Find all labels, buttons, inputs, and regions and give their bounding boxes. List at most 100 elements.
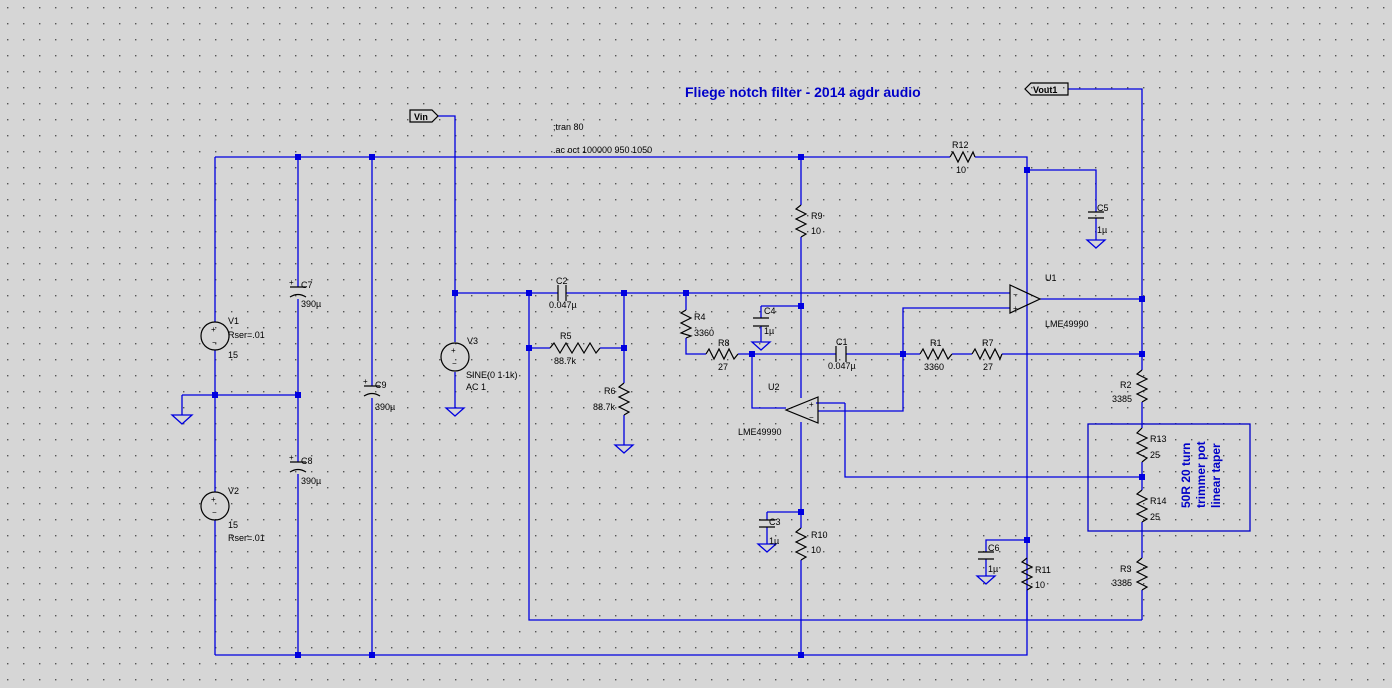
r9-value: 10: [811, 226, 821, 236]
ground-icon: [750, 341, 772, 351]
v3-line1: SINE(0 1 1k): [466, 370, 518, 380]
junction: [1139, 351, 1145, 357]
resistor-r7[interactable]: R7 27: [971, 338, 1003, 372]
wire-c5: [1027, 169, 1097, 240]
r7-value: 27: [983, 362, 993, 372]
svg-text:−: −: [212, 508, 217, 517]
resistor-r6[interactable]: R6 88.7k: [593, 382, 631, 416]
c2-value: 0.047µ: [549, 300, 577, 310]
svg-text:+: +: [451, 346, 456, 355]
junction: [1139, 474, 1145, 480]
capacitor-icon: [557, 285, 567, 301]
resistor-icon: [949, 150, 976, 164]
resistor-icon: [794, 527, 808, 561]
svg-text:+: +: [289, 453, 294, 462]
wire-c4: [760, 305, 801, 342]
box-note-line1: 50R 20 turn: [1179, 443, 1193, 508]
r9-name: R9: [811, 211, 823, 221]
r7-name: R7: [982, 338, 994, 348]
capacitor-c1[interactable]: C1 0.047µ: [828, 337, 856, 371]
svg-text:−: −: [452, 359, 457, 368]
v1-name: V1: [228, 316, 239, 326]
c1-value: 0.047µ: [828, 361, 856, 371]
opamp-u1[interactable]: −+ U1 LME49990: [1009, 273, 1089, 329]
capacitor-c4[interactable]: C4 1µ: [753, 306, 776, 336]
resistor-r10[interactable]: R10 10: [794, 527, 828, 561]
junction: [369, 154, 375, 160]
capacitor-c5[interactable]: C5 1µ: [1088, 203, 1109, 235]
capacitor-c6[interactable]: C6 1µ: [978, 543, 1000, 574]
junction: [212, 392, 218, 398]
svg-text:−: −: [1013, 290, 1018, 299]
resistor-r3[interactable]: R3 3385: [1112, 557, 1149, 591]
resistor-r13[interactable]: R13 25: [1135, 427, 1167, 463]
c5-value: 1µ: [1097, 225, 1107, 235]
trimmer-pot-box: 50R 20 turn trimmer pot linear taper: [1087, 423, 1251, 532]
voltage-source-icon: [200, 491, 230, 521]
junctions: [212, 154, 1145, 658]
r12-name: R12: [952, 140, 969, 150]
resistor-icon: [1135, 369, 1149, 403]
capacitor-c7[interactable]: + C7 390µ: [289, 278, 321, 309]
resistor-r9[interactable]: R9 10: [794, 204, 823, 238]
net-label-vin[interactable]: Vin: [409, 109, 439, 123]
c4-name: C4: [764, 306, 776, 316]
opamp-triangle-icon: [1009, 284, 1042, 314]
vin-text: Vin: [414, 112, 428, 122]
resistor-r2[interactable]: R2 3385: [1112, 369, 1149, 404]
ground-icon: [756, 543, 778, 553]
r6-name: R6: [604, 386, 616, 396]
resistor-icon: [549, 341, 601, 355]
r1-name: R1: [930, 338, 942, 348]
r10-value: 10: [811, 545, 821, 555]
polarized-capacitor-icon: [363, 385, 381, 397]
v2-line1: 15: [228, 520, 238, 530]
wires: [182, 88, 1143, 656]
capacitor-c8[interactable]: + C8 390µ: [289, 453, 321, 486]
capacitor-icon: [978, 551, 994, 560]
source-v3[interactable]: +− V3 SINE(0 1 1k) AC 1: [440, 336, 518, 392]
source-v1[interactable]: +− V1 Rser=.01 15: [200, 316, 265, 360]
wire-u2-plus: [816, 402, 1142, 478]
r5-name: R5: [560, 331, 572, 341]
junction: [798, 154, 804, 160]
ground-icon: [170, 395, 194, 425]
resistor-r8[interactable]: R8 27: [705, 338, 739, 372]
net-label-vout[interactable]: Vout1: [1024, 82, 1069, 96]
c8-name: C8: [301, 456, 313, 466]
polarized-capacitor-icon: [289, 461, 307, 473]
tran-directive[interactable]: ;tran 80: [553, 122, 584, 132]
opamp-triangle-icon: [784, 396, 819, 424]
v3-name: V3: [467, 336, 478, 346]
voltage-source-icon: [200, 321, 230, 351]
c5-name: C5: [1097, 203, 1109, 213]
junction: [621, 290, 627, 296]
resistor-r4[interactable]: R4 3360: [679, 309, 714, 339]
ac-directive[interactable]: .ac oct 100000 950 1050: [553, 145, 652, 155]
junction: [295, 652, 301, 658]
resistor-r5[interactable]: R5 88.7k: [549, 331, 601, 366]
c9-value: 390µ: [375, 402, 395, 412]
v2-line2: Rser=.01: [228, 533, 265, 543]
opamp-u2[interactable]: +− U2 LME49990: [738, 382, 819, 437]
resistor-icon: [679, 309, 693, 339]
capacitor-c2[interactable]: C2 0.047µ: [549, 276, 577, 310]
wire-bottom-rail: [215, 590, 1028, 656]
ground-symbols: [170, 239, 1107, 585]
junction: [369, 652, 375, 658]
capacitor-c3[interactable]: C3 1µ: [759, 517, 781, 546]
r13-name: R13: [1150, 434, 1167, 444]
resistor-r14[interactable]: R14 25: [1135, 489, 1167, 523]
r14-name: R14: [1150, 496, 1167, 506]
resistor-r11[interactable]: R11 10: [1020, 557, 1051, 591]
wire-u2-out: [818, 354, 904, 412]
resistor-r12[interactable]: R12 10: [949, 140, 976, 175]
wire-vin: [438, 115, 456, 408]
voltage-source-icon: [440, 342, 470, 372]
r2-name: R2: [1120, 380, 1132, 390]
resistor-r1[interactable]: R1 3360: [919, 338, 953, 372]
capacitor-c9[interactable]: + C9 390µ: [363, 377, 395, 412]
source-v2[interactable]: +− V2 15 Rser=.01: [200, 486, 265, 543]
r11-name: R11: [1035, 565, 1051, 575]
resistor-icon: [794, 204, 808, 238]
